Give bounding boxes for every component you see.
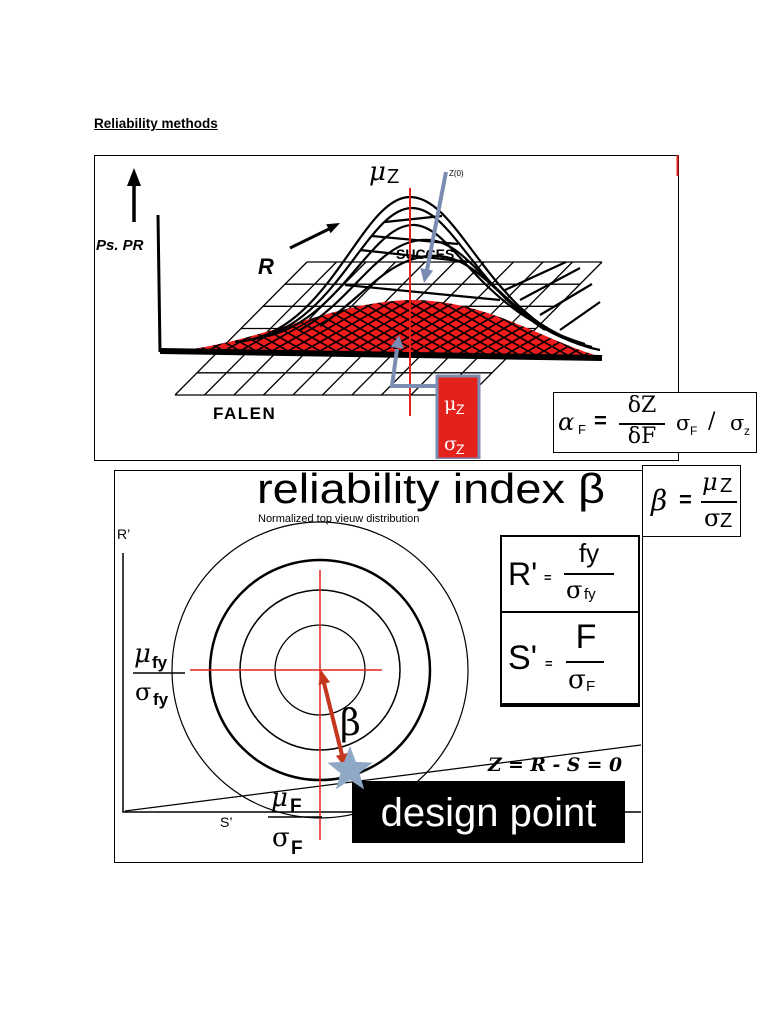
hill-mesh: [165, 300, 602, 357]
mean-r-mu: μ: [134, 639, 151, 669]
r-fraction-bar: [564, 573, 614, 575]
mean-s-sigma-sub: F: [291, 838, 303, 859]
s-numerator: F: [575, 618, 597, 656]
limit-state-equation: Z = R - S = 0: [487, 754, 622, 776]
mean-s-mu: μ: [271, 783, 288, 813]
vertical-axis: [156, 214, 162, 353]
r-normalization-box: R' = fy σ fy: [500, 535, 640, 613]
mu-z-symbol: μ: [369, 157, 386, 187]
beta-label: β: [340, 703, 361, 744]
s-normalization-box: S' = F σ F: [500, 611, 640, 705]
sigma-f-subscript: F: [690, 424, 698, 438]
star-icon: [327, 746, 373, 790]
r-prime-label: R': [508, 556, 538, 592]
r-numerator: fy: [578, 538, 600, 568]
beta-equals: =: [679, 487, 692, 512]
pointer-arrow-icon: [420, 171, 448, 283]
r-axis-label: R’: [117, 526, 130, 542]
design-point-label: design point: [352, 781, 625, 843]
sigma-z-subscript: z: [744, 424, 750, 438]
probability-surface-figure: [94, 155, 679, 461]
mean-r-sigma: σ: [135, 678, 151, 706]
right-arrow-icon: [289, 223, 340, 250]
alpha-numerator: δZ: [627, 393, 657, 418]
r-den-sub: fy: [584, 586, 596, 603]
s-den-sub: F: [586, 678, 596, 695]
mean-s-sigma: σ: [272, 823, 290, 853]
marker-sigma-subscript: Z: [456, 441, 465, 457]
beta-symbol: β: [651, 484, 668, 517]
marker-mu-subscript: Z: [456, 401, 465, 417]
mean-r-sigma-sub: fy: [153, 690, 169, 709]
reliability-index-diagram: reliability index β Normalized top vieuw…: [117, 465, 642, 859]
sigma-z-symbol: σ: [730, 411, 745, 435]
alpha-symbol: α: [558, 408, 575, 436]
s-fraction-bar: [566, 661, 604, 663]
alpha-slash: /: [708, 409, 716, 434]
grid-line: [469, 261, 603, 396]
diagram-subtitle: Normalized top vieuw distribution: [258, 513, 419, 525]
grid-line: [174, 261, 308, 396]
sensitivity-formula-box: α F = δZ δF σ F / σ z: [553, 392, 757, 453]
sigma-f-symbol: σ: [676, 411, 691, 435]
mean-r-mu-sub: fy: [152, 653, 168, 672]
failure-label: FALEN: [213, 404, 276, 423]
z0-label: Z(0): [449, 169, 464, 178]
grid-line: [204, 261, 337, 396]
s-equals: =: [545, 656, 553, 671]
probability-surface-sketch: Ps. PR SUCCES R FALEN: [96, 157, 603, 459]
base-line: [159, 348, 603, 361]
alpha-subscript: F: [578, 422, 586, 437]
normalized-mean-r-fraction: μ fy σ fy: [133, 639, 185, 709]
alpha-denominator: δF: [627, 424, 657, 449]
section-heading: Reliability methods: [94, 116, 218, 131]
bent-arrow-icon: [389, 335, 438, 388]
resistance-label: R: [258, 254, 274, 279]
beta-num-sub: Z: [720, 475, 733, 497]
mu-z-subscript: Z: [387, 166, 399, 188]
r-equals: =: [544, 570, 552, 585]
s-prime-label: S': [508, 639, 538, 677]
marker-mu-symbol: μ: [444, 393, 456, 415]
beta-distance-arrow: [318, 670, 348, 768]
alpha-equals: =: [594, 408, 607, 433]
beta-den-sub: Z: [720, 510, 733, 532]
up-arrow-icon: [127, 168, 141, 222]
design-point-text: design point: [381, 791, 597, 835]
beta-den-sigma: σ: [704, 504, 721, 532]
s-den-sigma: σ: [568, 665, 586, 695]
mean-s-mu-sub: F: [290, 796, 302, 817]
r-den-sigma: σ: [566, 576, 583, 604]
beta-formula-box: β = μ Z σ Z: [642, 465, 741, 537]
limit-state-line: [124, 744, 642, 812]
vertical-axis-label: Ps. PR: [96, 237, 144, 254]
alpha-fraction-bar: [619, 423, 665, 425]
normalized-mean-s-fraction: μ F σ F: [268, 783, 322, 859]
reliability-index-figure: [114, 470, 643, 863]
diagram-title: reliability index β: [257, 465, 605, 512]
beta-fraction-bar: [701, 501, 737, 503]
s-axis-label: S’: [220, 814, 232, 830]
mean-sigma-marker-box: μ Z σ Z: [435, 374, 481, 459]
mean-crosshair: [190, 570, 382, 840]
marker-sigma-symbol: σ: [444, 433, 457, 455]
beta-num-mu: μ: [702, 468, 718, 496]
